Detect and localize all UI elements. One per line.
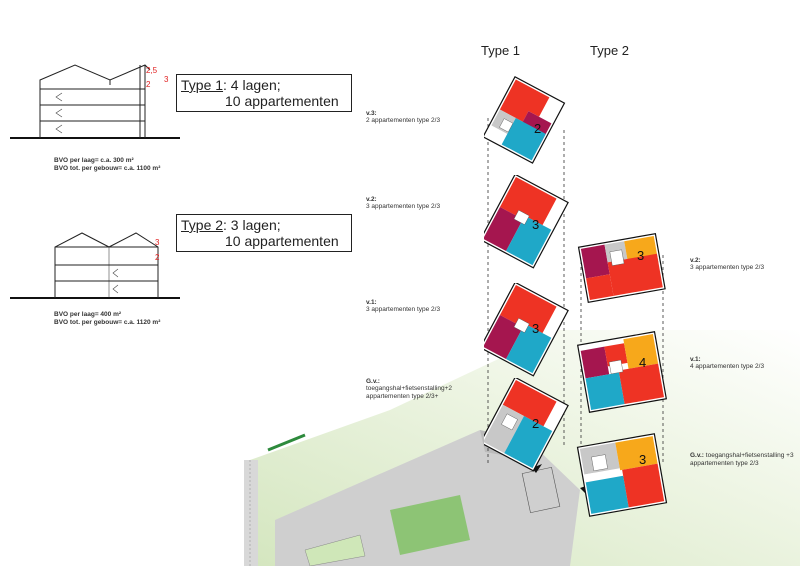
type1-v2-label: v.2: 3 appartementen type 2/3 (366, 196, 476, 211)
type2-gv-count: 3 (639, 452, 646, 467)
type1-section-drawing (10, 64, 180, 139)
type2-gv-desc: toegangshal+fietsenstalling +3 apparteme… (690, 452, 794, 467)
type2-floorplan-v2: 3 (577, 232, 666, 304)
type2-v2-title: v.2: (690, 257, 701, 264)
type1-v1-title: v.1: (366, 299, 377, 306)
type1-bvo-line2: BVO tot. per gebouw= c.a. 1100 m² (54, 165, 161, 172)
type1-v3-desc: 2 appartementen type 2/3 (366, 117, 441, 124)
type1-label: Type 1 (181, 77, 224, 93)
type1-v1-desc: 3 appartementen type 2/3 (366, 306, 441, 313)
type1-v3-label: v.3: 2 appartementen type 2/3 (366, 110, 476, 125)
type2-floorplan-gv: 3 (576, 433, 668, 517)
type2-bvo-line1: BVO per laag= 400 m² (54, 311, 122, 318)
type1-stack-guides (487, 118, 565, 465)
type1-v3-title: v.3: (366, 110, 377, 117)
type2-gv-label: G.v.: toegangshal+fietsenstalling +3 app… (690, 452, 796, 468)
type2-v1-title: v.1: (690, 356, 701, 363)
type1-floorplan-gv: 2 (484, 378, 569, 472)
type2-v1-desc: 4 appartementen type 2/3 (690, 363, 765, 370)
type1-text-line2: 10 appartementen (225, 93, 339, 109)
field (390, 495, 470, 555)
type2-text-line1: : 3 lagen; (223, 217, 281, 233)
type1-dim-b: 3 (164, 75, 169, 84)
type1-gv-label: G.v.: toegangshal+fietsenstalling+2 appa… (366, 378, 470, 401)
type2-dim-b: 2 (155, 253, 160, 262)
type2-floorplan-v1: 4 (576, 331, 668, 413)
type1-column-title: Type 1 (481, 43, 521, 58)
type1-floorplan-v2: 3 (484, 175, 569, 269)
type1-dim-top: 2,5 (146, 66, 158, 75)
type2-v2-label: v.2: 3 appartementen type 2/3 (690, 257, 796, 272)
road (275, 430, 580, 566)
type1-floorplan-v1: 3 (484, 283, 569, 377)
type2-text-line2: 10 appartementen (225, 233, 339, 249)
type1-gv-title: G.v.: (366, 378, 380, 385)
type2-v2-count: 3 (637, 248, 644, 263)
type1-text-line1: : 4 lagen; (223, 77, 281, 93)
type1-bvo: BVO per laag= c.a. 300 m² BVO tot. per g… (54, 157, 160, 173)
type1-v1-count: 3 (532, 321, 539, 336)
type2-dim-a: 3 (155, 238, 160, 247)
type2-bvo: BVO per laag= 400 m² BVO tot. per gebouw… (54, 311, 160, 327)
type1-summary-box: Type 1: 4 lagen; 10 appartementen (176, 74, 352, 112)
type1-v2-title: v.2: (366, 196, 377, 203)
type2-v1-label: v.1: 4 appartementen type 2/3 (690, 356, 796, 371)
type1-floorplan-v3: 2 (484, 75, 566, 164)
type1-v3-count: 2 (534, 121, 541, 136)
type1-gv-count: 2 (532, 416, 539, 431)
type2-section-drawing (10, 232, 180, 299)
type1-v1-label: v.1: 3 appartementen type 2/3 (366, 299, 476, 314)
type1-bvo-line1: BVO per laag= c.a. 300 m² (54, 157, 134, 164)
type2-column-title: Type 2 (590, 43, 630, 58)
type2-v2-desc: 3 appartementen type 2/3 (690, 264, 765, 271)
type2-v1-count: 4 (639, 355, 646, 370)
type1-v2-count: 3 (532, 217, 539, 232)
type2-gv-line: G.v.: toegangshal+fietsenstalling +3 app… (690, 452, 796, 468)
type2-summary-box: Type 2: 3 lagen; 10 appartementen (176, 214, 352, 252)
type1-gv-desc: toegangshal+fietsenstalling+2 appartemen… (366, 385, 453, 400)
type1-v2-desc: 3 appartementen type 2/3 (366, 203, 441, 210)
type2-gv-title: G.v.: (690, 452, 704, 459)
type2-bvo-line2: BVO tot. per gebouw= c.a. 1120 m² (54, 319, 161, 326)
type1-dim-a: 2 (146, 80, 151, 89)
type2-label: Type 2 (181, 217, 224, 233)
